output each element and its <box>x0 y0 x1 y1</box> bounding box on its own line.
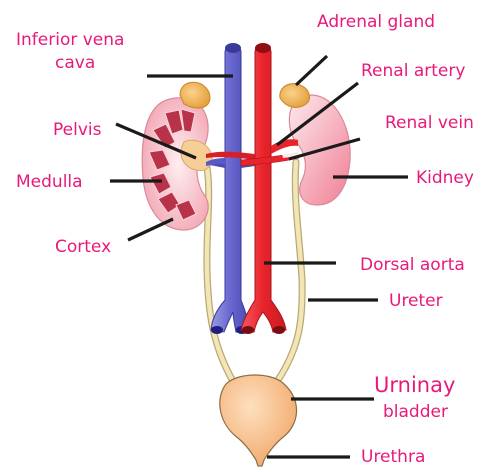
inferior-vena-cava <box>210 43 262 334</box>
label-urinary-bladder-line1: Urninay <box>374 373 455 397</box>
label-renal-artery: Renal artery <box>361 61 465 81</box>
label-renal-vein: Renal vein <box>385 113 474 133</box>
ureter-right <box>276 162 302 383</box>
kidney-left <box>142 98 212 230</box>
label-ureter: Ureter <box>389 291 443 311</box>
label-adrenal-gland: Adrenal gland <box>317 12 435 32</box>
label-dorsal-aorta: Dorsal aorta <box>360 255 465 275</box>
leader-cortex <box>128 219 173 240</box>
adrenal-gland-right <box>280 84 310 108</box>
label-medulla: Medulla <box>16 172 83 192</box>
leader-adrenal-gland <box>296 56 327 85</box>
label-inferior-vena-cava-line2: cava <box>55 53 95 73</box>
urinary-bladder <box>220 375 297 466</box>
label-inferior-vena-cava-line1: Inferior vena <box>16 30 124 50</box>
label-urethra: Urethra <box>361 447 425 467</box>
label-kidney: Kidney <box>416 168 474 188</box>
label-urinary-bladder-line2: bladder <box>383 402 448 422</box>
dorsal-aorta <box>241 43 286 334</box>
label-cortex: Cortex <box>55 237 111 257</box>
adrenal-gland-left <box>180 82 210 108</box>
label-pelvis: Pelvis <box>53 120 101 140</box>
